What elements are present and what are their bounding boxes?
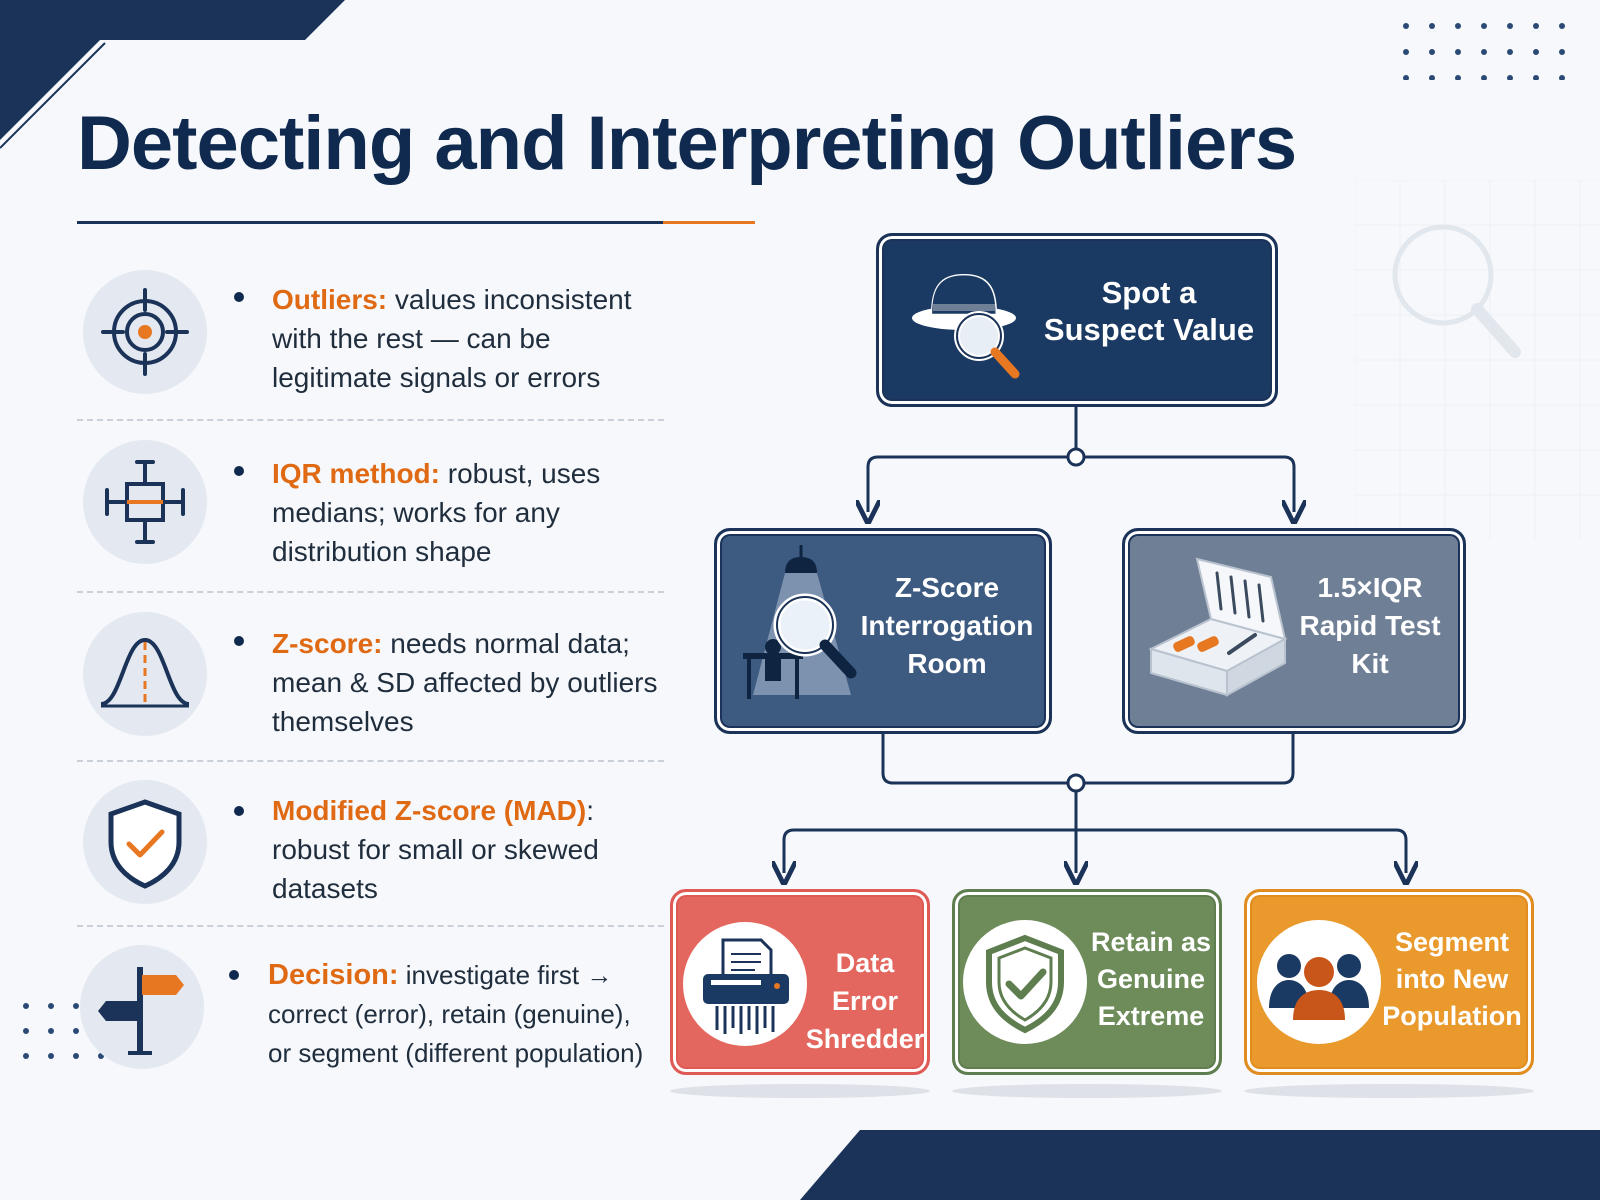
bullet-zscore: Z-score: needs normal data; mean & SD af…	[272, 624, 662, 741]
bullet-keyword: Decision:	[268, 959, 399, 991]
outcome-shadow	[952, 1084, 1222, 1098]
signpost-icon	[80, 945, 204, 1069]
dot-grid-top-right	[1403, 23, 1565, 80]
bullet-text: robust, uses medians; works for any dist…	[272, 458, 601, 567]
divider	[77, 591, 664, 593]
shield-check-icon	[986, 934, 1064, 1034]
flow-method-iqr-label: 1.5×IQR Rapid Test Kit	[1299, 572, 1441, 679]
people-group-icon	[1269, 954, 1369, 1020]
bullet-keyword: Outliers:	[272, 284, 388, 315]
bullet-text: values inconsistent with the rest — can …	[272, 284, 632, 393]
title-underline	[77, 221, 663, 224]
bullet-iqr: IQR method: robust, uses medians; works …	[272, 454, 652, 571]
shield-check-icon	[83, 780, 207, 904]
flow-start-label: Spot a Suspect Value	[1043, 275, 1255, 348]
outcome-retain-box: Retain as Genuine Extreme	[952, 889, 1222, 1075]
flow-method-iqr-box: 1.5×IQR Rapid Test Kit	[1122, 528, 1466, 734]
flow-start-box: Spot a Suspect Value	[876, 233, 1278, 407]
bullet-dot	[229, 970, 239, 980]
bullet-dot	[234, 636, 244, 646]
page-title: Detecting and Interpreting Outliers	[77, 101, 1297, 186]
bullet-dot	[234, 292, 244, 302]
shield-check-icon-circle	[963, 920, 1087, 1044]
corner-decoration-bottom-right	[800, 1130, 1600, 1200]
detective-magnifier-icon	[912, 274, 1020, 379]
bullet-modified-zscore: Modified Z-score (MAD): robust for small…	[272, 791, 642, 908]
bullet-dot	[234, 466, 244, 476]
bullet-keyword: Modified Z-score (MAD)	[272, 795, 587, 826]
outcome-segment-label: Segment into New Population	[1382, 927, 1522, 1031]
bullet-dot	[234, 806, 244, 816]
corner-decoration-top-left	[0, 0, 345, 149]
boxplot-icon	[83, 440, 207, 564]
outcome-segment-box: Segment into New Population	[1244, 889, 1534, 1075]
outcome-error-box: Data Error Shredder	[670, 889, 930, 1075]
bullet-text: : robust for small or skewed datasets	[272, 795, 599, 904]
bullet-text: needs normal data; mean & SD affected by…	[272, 628, 658, 737]
bullet-keyword: IQR method:	[272, 458, 440, 489]
bell-curve-icon	[83, 612, 207, 736]
outcome-error-label: Data Error Shredder	[805, 948, 925, 1054]
divider	[77, 760, 664, 762]
bullet-outliers: Outliers: values inconsistent with the r…	[272, 280, 672, 397]
divider	[77, 925, 664, 927]
magnifier-watermark-icon	[1392, 224, 1521, 358]
interrogation-lamp-icon	[743, 545, 857, 699]
outcome-shadow	[670, 1084, 930, 1098]
bullet-keyword: Z-score:	[272, 628, 383, 659]
outcome-retain-label: Retain as Genuine Extreme	[1090, 927, 1212, 1031]
title-underline-accent	[663, 221, 755, 224]
target-icon	[83, 270, 207, 394]
flow-method-zscore-label: Z-Score Interrogation Room	[860, 572, 1034, 679]
shredder-icon-circle	[683, 922, 807, 1046]
bullet-text: investigate first → correct (error), ret…	[268, 960, 644, 1068]
grid-watermark	[1355, 180, 1600, 540]
flow-method-zscore-box: Z-Score Interrogation Room	[714, 528, 1052, 734]
test-kit-icon	[1148, 557, 1288, 697]
bullet-decision: Decision: investigate first → correct (e…	[268, 956, 658, 1073]
divider	[77, 419, 664, 421]
shredder-icon	[703, 938, 789, 1034]
outcome-shadow	[1244, 1084, 1534, 1098]
people-group-icon-circle	[1257, 920, 1381, 1044]
